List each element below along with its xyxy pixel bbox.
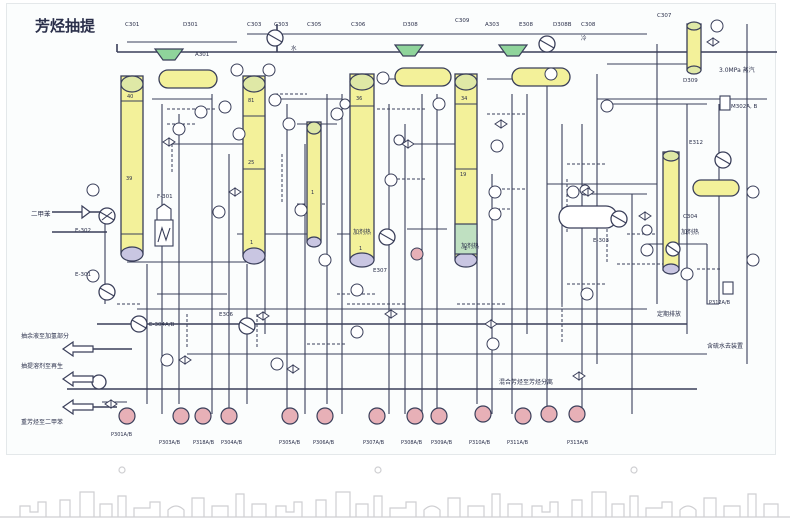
pump-label: P308A/B xyxy=(401,440,423,446)
tray-label: 1 xyxy=(464,246,467,252)
tray-label: 19 xyxy=(460,172,466,178)
tray-label: 1 xyxy=(359,246,362,252)
pump-label: P311A/B xyxy=(507,440,529,446)
pump-label: P303A/B xyxy=(159,440,181,446)
label-c303: C303 xyxy=(247,22,262,28)
pump-label: P309A/B xyxy=(431,440,453,446)
pump-label: P306A/B xyxy=(313,440,335,446)
stream-labels: 抽余液至加氢部分 抽提溶剂至再生 重芳烃至二甲苯 混合芳烃至芳烃分离 含硫水去装… xyxy=(21,310,743,426)
label-e307: E307 xyxy=(373,268,387,274)
drum-d308b xyxy=(511,67,571,87)
label-d308b: D308B xyxy=(553,22,572,28)
label-f301: F-301 xyxy=(157,194,173,200)
process-flow-diagram: 芳烃抽提 xyxy=(21,13,777,446)
label-add2: 加剂热 xyxy=(461,242,479,250)
tray-label: 1 xyxy=(250,240,253,246)
label-e312: E312 xyxy=(689,140,703,146)
pump-label: P305A/B xyxy=(279,440,301,446)
instrument-bubbles xyxy=(86,19,760,371)
tray-label: 81 xyxy=(248,98,254,104)
column-c309: 34 19 1 xyxy=(454,73,478,268)
label-e303: E-303 xyxy=(593,238,609,244)
label-add3: 加剂热 xyxy=(681,228,699,236)
heat-exchangers xyxy=(91,29,732,390)
label-feed: 二甲苯 xyxy=(31,209,51,218)
label-a301: A301 xyxy=(195,52,209,58)
pump-labels: P301A/B P303A/B P318A/B P304A/B P305A/B … xyxy=(111,300,731,446)
label-c303b: C303 xyxy=(274,22,289,28)
air-cooler xyxy=(497,44,529,57)
column-c303: 81 25 1 xyxy=(242,75,266,265)
label-e308: E308 xyxy=(519,22,533,28)
drum-e303 xyxy=(558,205,618,229)
label-e304: E-304A/B xyxy=(149,322,175,328)
label-out2: 抽提溶剂至再生 xyxy=(21,362,63,370)
diagram-frame: 芳烃抽提 xyxy=(6,3,777,455)
column-c307 xyxy=(686,21,702,75)
label-c301: C301 xyxy=(125,22,139,28)
label-out1: 抽余液至加氢部分 xyxy=(21,332,69,340)
tray-label: 36 xyxy=(356,96,362,102)
skyline-divider xyxy=(0,466,790,518)
tray-label: 25 xyxy=(248,160,254,166)
drum-d308 xyxy=(394,67,452,87)
label-out6: 定期排放 xyxy=(657,310,681,318)
label-c307: C307 xyxy=(657,13,672,19)
label-d309: D309 xyxy=(683,78,698,84)
pump-label: P313A/B xyxy=(567,440,589,446)
label-e302: E-302 xyxy=(75,228,91,234)
pump-label: P310A/B xyxy=(469,440,491,446)
tray-label: 40 xyxy=(127,94,133,100)
pumps xyxy=(118,405,586,425)
label-e306: E306 xyxy=(219,312,233,318)
label-out5: 含硫水去装置 xyxy=(707,342,743,350)
drum-d309 xyxy=(692,179,740,197)
label-d308: D308 xyxy=(403,22,418,28)
label-e301: E-301 xyxy=(75,272,91,278)
label-out4: 混合芳烃至芳烃分离 xyxy=(499,378,553,386)
column-c304 xyxy=(662,150,680,275)
drain-vessel xyxy=(600,99,614,113)
tray-label: 39 xyxy=(126,176,132,182)
label-c309: C309 xyxy=(455,18,470,24)
label-c308: C308 xyxy=(581,22,596,28)
label-d301: D301 xyxy=(183,22,198,28)
pump-label: P301A/B xyxy=(111,432,133,438)
valves xyxy=(104,37,720,409)
valve-m302 xyxy=(719,95,731,111)
diagram-title: 芳烃抽提 xyxy=(35,17,96,35)
air-cooler xyxy=(393,44,425,57)
label-m302: M302A, B xyxy=(731,104,758,110)
meter-box xyxy=(722,281,734,295)
sample-point xyxy=(410,247,424,261)
output-arrows xyxy=(61,204,94,416)
label-c306: C306 xyxy=(351,22,366,28)
tray-label: 34 xyxy=(461,96,467,102)
pump-label: P318A/B xyxy=(193,440,215,446)
label-steam: 3.0MPa 蒸汽 xyxy=(719,66,755,74)
furnace-f301 xyxy=(154,203,174,247)
label-c305: C305 xyxy=(307,22,322,28)
label-add1: 加剂热 xyxy=(353,228,371,236)
tray-label: 1 xyxy=(311,190,314,196)
pump-label: P304A/B xyxy=(221,440,243,446)
label-c304: C304 xyxy=(683,214,698,220)
label-a303: A303 xyxy=(485,22,500,28)
label-cool: 冷 xyxy=(581,34,587,42)
pump-label: P312A/B xyxy=(709,300,731,306)
column-c301: 40 39 xyxy=(120,75,144,262)
drum-d301 xyxy=(158,69,218,89)
label-water: 水 xyxy=(291,44,297,52)
pump-label: P307A/B xyxy=(363,440,385,446)
label-out3: 重芳烃至二甲苯 xyxy=(21,418,63,426)
air-cooler xyxy=(153,48,185,61)
column-c305: 1 xyxy=(306,121,322,248)
equipment-labels: C301 D301 A301 C303 C303 C305 C306 D308 … xyxy=(31,13,758,328)
column-c306: 36 1 xyxy=(349,73,375,268)
